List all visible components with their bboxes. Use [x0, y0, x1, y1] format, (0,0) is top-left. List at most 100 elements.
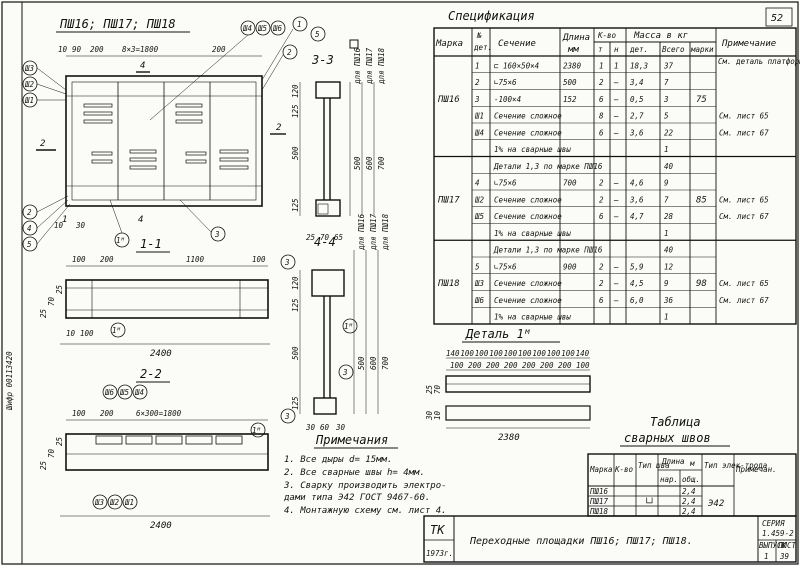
spec-cell-len: 900 [563, 262, 577, 271]
section-2-2: 2-2 Ш6 Ш5 Ш4 100 200 6×300=1800 25 70 25… [39, 367, 296, 531]
note-3b: дами типа Э42 ГОСТ 9467-60. [283, 493, 430, 503]
spec-cell-mv: 7 [664, 195, 669, 204]
sec33-dim-125: 125 [291, 104, 300, 118]
spec-cell-t: 6 [599, 128, 604, 137]
spec-cell-mv: 37 [663, 61, 674, 70]
detail-left-30: 30 [425, 410, 434, 421]
weld-r3-marka: ПШ18 [589, 507, 609, 516]
sec44-val-700: 700 [381, 356, 390, 370]
spec-cell-t: 2 [599, 179, 604, 188]
spec-cell-no: 4 [475, 179, 480, 188]
sec33-dim-120: 120 [291, 84, 300, 98]
spec-cell-sech: ⊏ 160×50×4 [494, 61, 539, 70]
spec-cell-no: 3 [474, 95, 480, 104]
spec-cell-md: 18,3 [630, 61, 649, 70]
spec-cell-marka: ПШ18 [437, 279, 460, 289]
note-4: 4. Монтажную схему см. лист 4. [284, 506, 447, 516]
weld-h-type: Тип шва [638, 461, 670, 470]
spec-h-massa: Масса в кг [633, 31, 688, 41]
weld-h-el: Тип элек-трода [704, 461, 767, 470]
sec11-title: 1-1 [140, 237, 162, 251]
callout-sh2: Ш2 [24, 80, 35, 89]
detail-left-25: 25 [425, 384, 434, 394]
section-3-3: 3-3 120 125 500 125 25 70 65 для ПШ16 дл… [291, 39, 386, 242]
spec-cell-no: 5 [475, 262, 480, 271]
spec-cell-mv: 7 [664, 78, 669, 87]
title-block-frame [423, 515, 797, 563]
sec33-for-16: для ПШ16 [353, 47, 362, 85]
callout-1m-sec44: 1ᴹ [344, 322, 353, 331]
sec11-left-25b: 25 [55, 284, 64, 294]
weld-h-obsh: общ. [682, 475, 700, 484]
detail-left-10: 10 [433, 410, 442, 420]
list-label: ЛИСТ [777, 541, 797, 550]
spec-cell-t: 2 [599, 78, 604, 87]
spec-cell-mass-marki: 98 [696, 279, 707, 289]
weld-title: Таблица [650, 415, 701, 429]
spec-cell-md: 2,7 [630, 112, 644, 121]
spec-cell-t: 6 [599, 95, 604, 104]
spec-cell-mv: 28 [664, 212, 674, 221]
spec-cell-prim: См. лист 65 [719, 195, 769, 204]
sec33-dim-25: 25 [306, 233, 316, 242]
sec33-dim-500: 500 [291, 146, 300, 160]
weld-h-prim: Примечан. [735, 465, 777, 474]
spec-cell-no: 1 [475, 61, 480, 70]
spec-title: Спецификация [448, 9, 535, 23]
title-year: 1973г. [426, 549, 453, 558]
spec-cell-sech: Сечение сложное [494, 195, 562, 204]
sec33-dim-70: 70 [320, 233, 330, 242]
plan-dim-200b: 200 [212, 45, 226, 54]
issue-label: ВЫПУСК [759, 541, 787, 550]
spec-cell-n: – [613, 212, 619, 221]
sec11-bottom-10: 10 [66, 329, 76, 338]
spec-cell-md: 6,0 [630, 296, 644, 305]
spec-cell-t: 6 [599, 212, 604, 221]
callout-sh4: Ш4 [242, 24, 252, 33]
spec-cell-sech: -100×4 [494, 95, 521, 104]
spec-cell-sech: ∟75×6 [494, 78, 517, 87]
page-number: 52 [771, 13, 783, 24]
spec-cell-sech: Детали 1,3 по марке ПШ16 [493, 162, 603, 171]
detail-dim-top: 100 [475, 349, 489, 358]
spec-cell-prim: См. лист 67 [719, 212, 769, 221]
spec-cell-md: 3,4 [629, 78, 644, 87]
spec-cell-prim: См. лист 65 [719, 112, 769, 121]
detail-dim-top: 100 [489, 349, 503, 358]
series-label: СЕРИЯ [762, 519, 785, 528]
spec-cell-no: Ш5 [474, 212, 485, 221]
sec11-overall: 2400 [150, 349, 172, 359]
spec-cell-marka: ПШ17 [437, 195, 460, 205]
callout-2: 2 [27, 208, 32, 217]
callout-2-top: 2 [287, 48, 292, 57]
detail-dim-top: 100 [460, 349, 474, 358]
spec-cell-t: 6 [599, 296, 604, 305]
sec22-dim-1800: 6×300=1800 [136, 409, 182, 418]
title-block: ТК 1973г. Переходные площадки ПШ16; ПШ17… [423, 515, 797, 563]
plan-dim-30: 30 [75, 221, 86, 230]
callout-4: 4 [27, 224, 32, 233]
detail-dim-top: 100 [518, 349, 532, 358]
callout-5-top: 5 [315, 30, 320, 39]
callout-sh5: Ш5 [257, 24, 268, 33]
spec-h-det: дет. [473, 43, 492, 52]
weld-title2: сварных швов [624, 431, 711, 445]
sec33-val-500: 500 [353, 156, 362, 170]
spec-cell-mv: 9 [664, 179, 669, 188]
callout-1m-sec11: 1ᴹ [112, 326, 121, 335]
plan-cut-2b: 2 [276, 123, 281, 133]
spec-cell-n: – [613, 296, 619, 305]
spec-cell-mass-marki: 85 [696, 195, 707, 205]
sec22-dim-100: 100 [72, 409, 86, 418]
spec-h-n: н [614, 45, 619, 54]
callout-sh3: Ш3 [24, 64, 35, 73]
spec-cell-n: – [613, 279, 619, 288]
sec33-title: 3-3 [311, 53, 334, 67]
sec11-dim-1100: 1100 [186, 255, 205, 264]
spec-cell-mv: 3 [663, 95, 669, 104]
spec-cell-mv: 1 [664, 145, 669, 154]
spec-cell-n: – [613, 262, 619, 271]
notes-title: Примечания [315, 433, 388, 447]
